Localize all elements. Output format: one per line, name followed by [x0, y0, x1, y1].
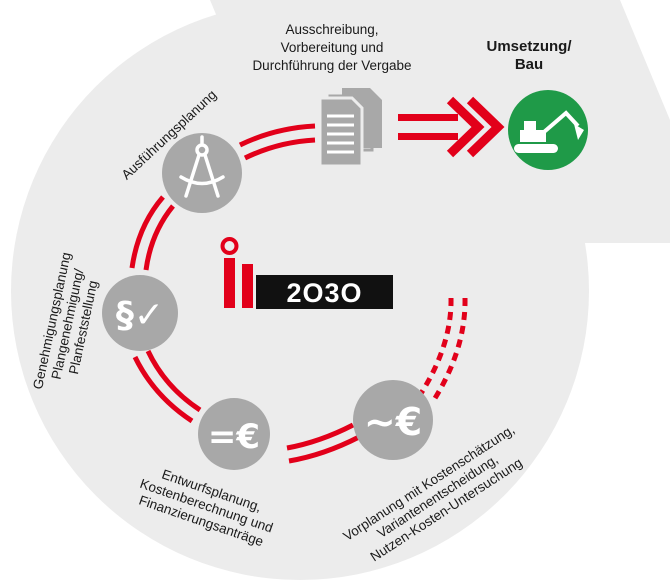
- umsetzung-label-line1: Umsetzung/: [486, 38, 572, 55]
- genehmigungsplanung-label: Genehmigungsplanung Plangenehmigung/ Pla…: [30, 251, 100, 391]
- excavator-icon-glyph: [514, 110, 584, 153]
- connector-ausf-vergabe-2: [243, 137, 316, 161]
- paragraph-check-icon-glyph: §✓: [116, 295, 164, 336]
- connector-genehm-ausf: [129, 195, 165, 269]
- connector-vor-entwurf: [286, 422, 355, 451]
- documents-icon: [318, 88, 382, 168]
- vergabe-label-line3: Durchführung der Vergabe: [252, 58, 411, 73]
- connector-ausf-vergabe: [238, 123, 316, 148]
- connector-genehm-ausf-2: [143, 204, 175, 271]
- tilde-euro-icon: [353, 380, 433, 460]
- umsetzung-label-line2: Bau: [515, 56, 543, 73]
- arrow-shaft-top: [398, 114, 458, 121]
- connector-vor-entwurf-2: [288, 434, 361, 464]
- compass-icon: [162, 133, 242, 213]
- tilde-euro-icon-glyph: ~€: [364, 400, 422, 444]
- logo-black-box: [256, 275, 393, 309]
- arrow-to-construction: [398, 96, 505, 158]
- connector-start-dashed: [417, 297, 454, 397]
- arrow-head-2: [466, 96, 505, 158]
- logo-i-bar-2: [242, 264, 253, 308]
- vergabe-label-line2: Vorbereitung und: [281, 40, 384, 55]
- step-genehmigungsplanung: §✓ Genehmigungsplanung Plangenehmigung/ …: [30, 251, 178, 391]
- equals-euro-icon-glyph: =€: [208, 417, 260, 457]
- arrow-head-1: [446, 96, 485, 158]
- connector-start-dashed-2: [429, 297, 468, 405]
- vergabe-label-line1: Ausschreibung,: [285, 22, 378, 37]
- cycle-connectors: [129, 123, 468, 464]
- connector-entwurf-genehm: [145, 349, 202, 413]
- step-vergabe: Ausschreibung, Vorbereitung und Durchfüh…: [252, 22, 412, 168]
- compass-icon-glyph: [179, 135, 225, 198]
- equals-euro-icon: [198, 398, 270, 470]
- logo-i-bar-1: [224, 258, 235, 308]
- logo-text: 2O3O: [286, 278, 362, 308]
- logo-i-dot-1: [220, 237, 239, 255]
- logo-2030: 2O3O: [220, 237, 393, 309]
- step-umsetzung: Umsetzung/ Bau: [486, 38, 588, 170]
- paragraph-check-icon: [102, 275, 178, 351]
- arrow-shaft-bottom: [398, 133, 458, 140]
- connector-entwurf-genehm-2: [132, 355, 194, 424]
